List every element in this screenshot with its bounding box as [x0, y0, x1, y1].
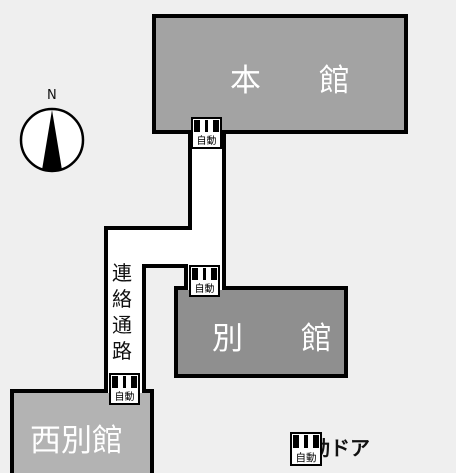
door-icon-label: 自動: [296, 451, 317, 464]
main-building-label: 本 館: [230, 63, 374, 99]
automatic-door-icon: 自動: [290, 432, 322, 466]
automatic-door-icon: 自動: [109, 373, 140, 405]
connecting-corridor: [104, 126, 226, 390]
annex-building-label: 別 館: [212, 321, 356, 357]
corridor-label: 連 絡 通 路: [110, 260, 134, 364]
annex-building: [174, 286, 348, 378]
door-icon-label: 自動: [197, 134, 217, 147]
north-letter: N: [47, 88, 57, 103]
door-icon-label: 自動: [115, 390, 135, 403]
door-icon-label: 自動: [195, 282, 215, 295]
automatic-door-icon: 自動: [191, 117, 222, 149]
corridor-label-char: 路: [112, 339, 132, 363]
corridor-label-char: 通: [112, 313, 132, 337]
north-arrow-icon: [19, 107, 85, 173]
main-building: [152, 14, 408, 134]
corridor-label-char: 絡: [112, 287, 132, 311]
legend: 自動 自動ドア: [290, 432, 370, 466]
automatic-door-icon: 自動: [189, 265, 220, 297]
corridor-label-char: 連: [112, 261, 132, 285]
west-annex-building-label: 西別館: [30, 423, 123, 459]
